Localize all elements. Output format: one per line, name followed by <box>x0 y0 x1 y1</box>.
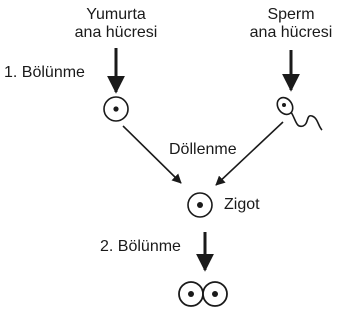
zygote-label: Zigot <box>224 196 260 213</box>
sperm-mother-cell-label-line2: ana hücresi <box>249 24 333 41</box>
arrow-sperm-to-zygote <box>215 121 284 186</box>
fertilization-label: Döllenme <box>169 141 237 158</box>
sperm-cell-icon <box>276 96 323 131</box>
division-2-label: 2. Bölünme <box>100 238 181 255</box>
division-1-label: 1. Bölünme <box>4 64 85 81</box>
zygote-cell-icon <box>187 192 213 218</box>
sperm-mother-cell-label-line1: Sperm <box>267 6 315 23</box>
egg-mother-cell-label-line2: ana hücresi <box>74 24 158 41</box>
egg-mother-cell-label-line1: Yumurta <box>86 6 146 23</box>
arrow-egg-to-zygote <box>122 125 182 184</box>
egg-cell-icon <box>103 96 129 122</box>
two-cell-embryo-icon <box>178 281 228 307</box>
